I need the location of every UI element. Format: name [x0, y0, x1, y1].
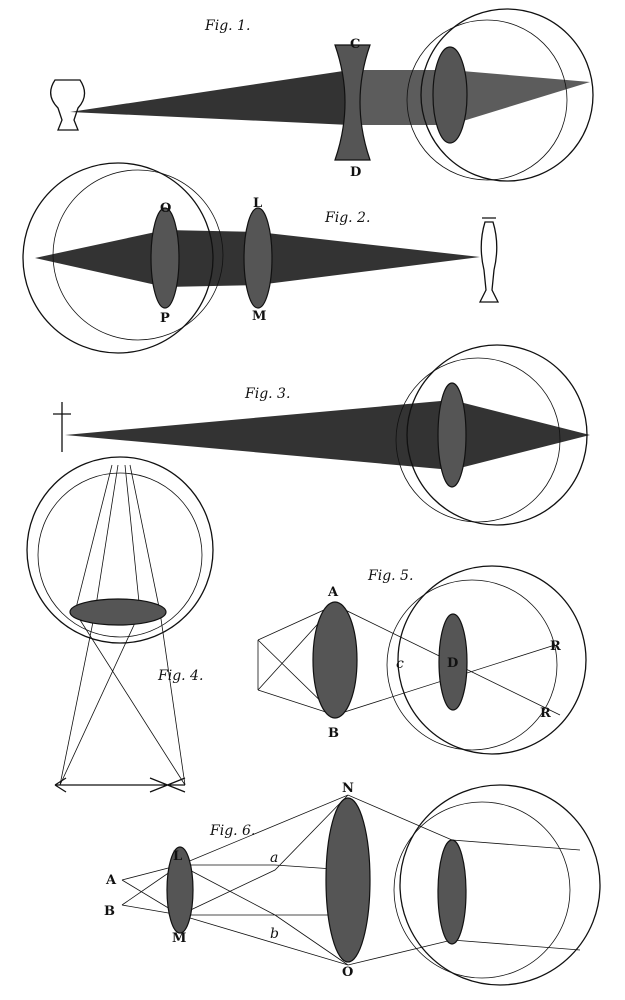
label-a-upper: A	[105, 873, 117, 888]
eye-inner	[37, 472, 203, 638]
eye-lens	[150, 207, 180, 309]
arrow-icon	[54, 777, 186, 793]
fig1-title: Fig. 1.	[204, 18, 250, 34]
label-b-upper: B	[104, 904, 115, 919]
eye-outline	[399, 784, 601, 986]
eye-inner	[406, 19, 568, 181]
label-p: P	[160, 311, 170, 326]
figure-4: Fig. 4.	[26, 456, 214, 793]
label-m: M	[172, 931, 186, 946]
lens-lm	[243, 207, 273, 309]
label-b: B	[328, 726, 339, 741]
label-o: O	[160, 201, 171, 216]
eye-lens	[438, 613, 468, 711]
eye-inner	[386, 579, 558, 751]
fig5-title: Fig. 5.	[367, 568, 413, 584]
rays	[121, 794, 581, 966]
label-m: M	[252, 309, 266, 324]
vase-icon	[478, 217, 500, 303]
fig6-title: Fig. 6.	[209, 823, 255, 839]
label-r-lower: R	[540, 706, 551, 721]
label-c: C	[350, 37, 360, 52]
eye-outline	[22, 162, 214, 354]
light-cone	[350, 70, 590, 125]
figure-2: Fig. 2. O P L M	[22, 162, 500, 354]
eye-lens	[432, 46, 468, 144]
label-d: D	[447, 656, 458, 671]
label-d: D	[350, 165, 361, 180]
eye-lens	[69, 598, 167, 626]
label-l: L	[253, 196, 262, 211]
label-c: c	[396, 656, 404, 672]
fig2-title: Fig. 2.	[324, 210, 370, 226]
rays	[257, 604, 561, 716]
eye-outline	[26, 456, 214, 644]
eye-lens	[437, 382, 467, 488]
fig3-title: Fig. 3.	[244, 386, 290, 402]
eye-outline	[406, 344, 588, 526]
fig4-title: Fig. 4.	[157, 668, 203, 684]
light-cone	[70, 70, 350, 125]
figure-6: Fig. 6. L M N O A B a b	[104, 781, 601, 986]
lens-lm	[166, 846, 194, 934]
lens-no	[325, 797, 371, 963]
eye-inner	[395, 357, 561, 523]
eye-outline	[397, 565, 587, 755]
label-b-lower: b	[270, 926, 279, 942]
figure-1: Fig. 1. C D	[50, 8, 594, 182]
lens-ab	[312, 601, 358, 719]
label-o: O	[342, 965, 353, 980]
label-a: A	[327, 585, 339, 600]
label-a-lower: a	[270, 850, 278, 866]
label-l: L	[173, 849, 182, 864]
concave-lens	[334, 44, 371, 161]
cross-icon	[53, 402, 71, 452]
eye-lens	[437, 839, 467, 945]
figure-3: Fig. 3.	[53, 344, 590, 526]
label-r-upper: R	[550, 639, 561, 654]
vase-icon	[50, 79, 86, 131]
eye-inner	[393, 801, 571, 979]
eye-inner	[52, 169, 224, 341]
eye-outline	[420, 8, 594, 182]
label-n: N	[342, 781, 354, 796]
figure-5: Fig. 5. A B c D R R	[257, 565, 587, 755]
